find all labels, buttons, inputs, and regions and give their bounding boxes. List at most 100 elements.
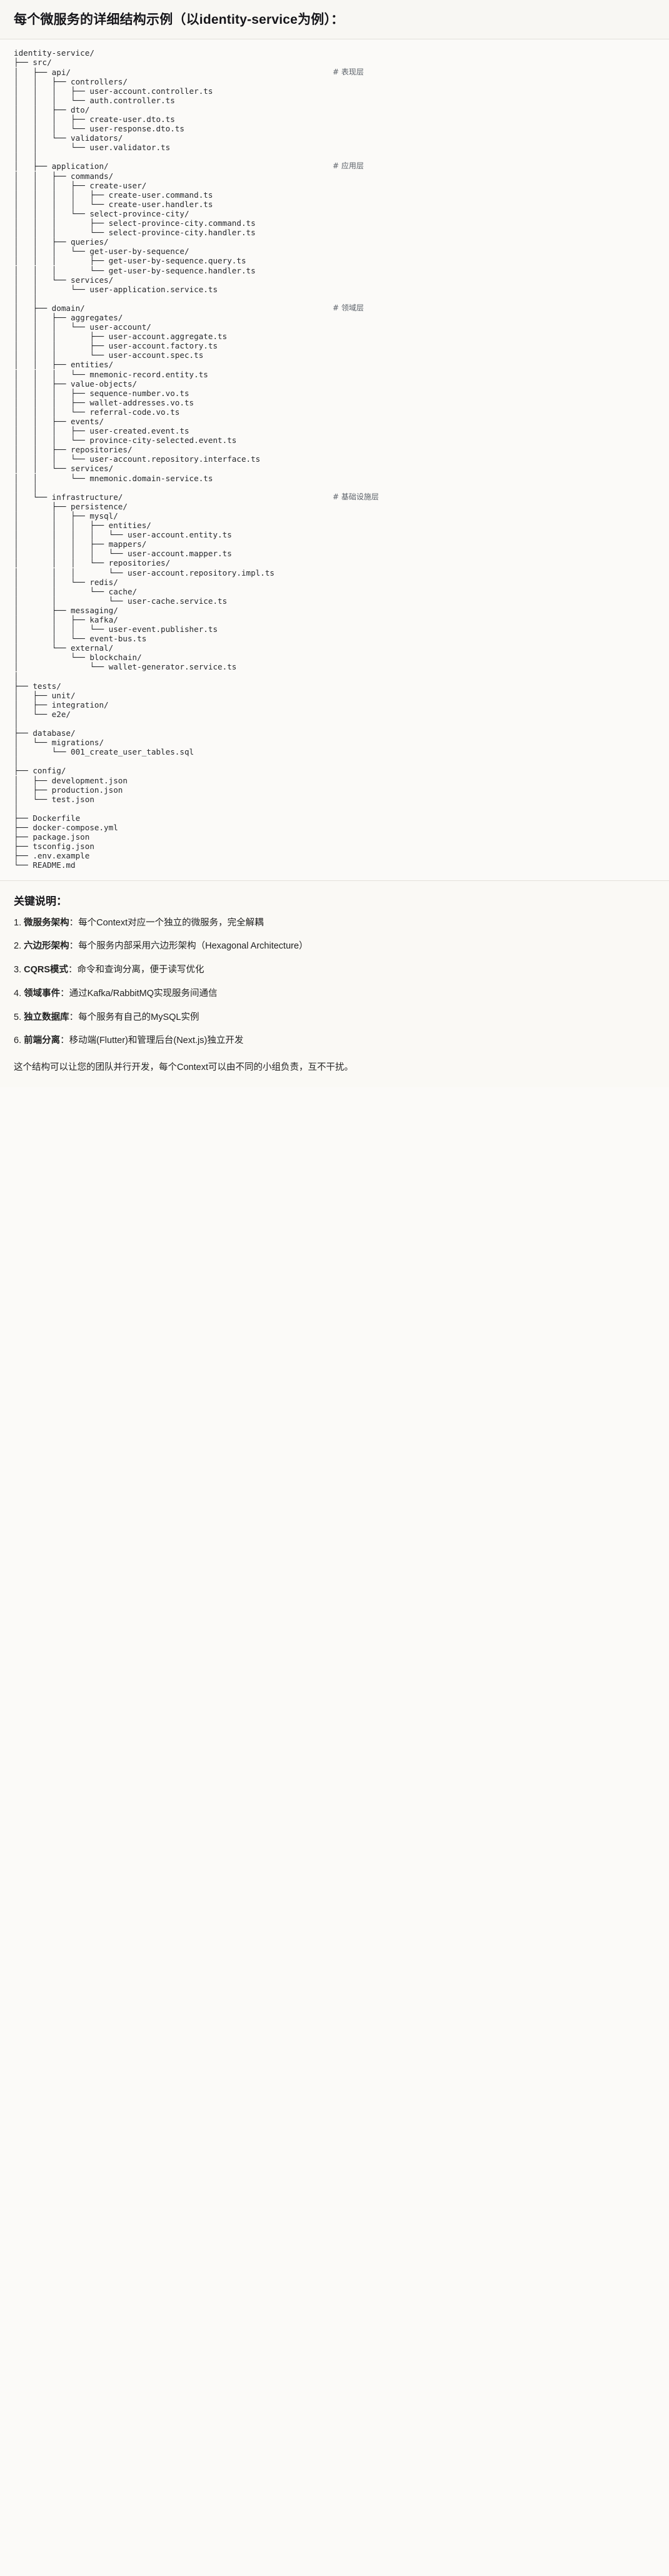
key-point-number: 6.: [14, 1036, 22, 1046]
page-title: 每个微服务的详细结构示例（以identity-service为例）：: [14, 13, 345, 27]
tree-line: │: [14, 756, 655, 766]
tree-line: │ │ ├── aggregates/: [14, 313, 655, 322]
key-point-number: 2.: [14, 941, 22, 952]
tree-line-text: └── README.md: [14, 860, 76, 870]
key-point-separator: ：: [60, 988, 69, 999]
tree-line: │ │ └── user-application.service.ts: [14, 285, 655, 294]
tree-line: │ └── 001_create_user_tables.sql: [14, 747, 655, 756]
tree-line: │ │ ├── controllers/: [14, 77, 655, 86]
tree-line-text: │ │ │ └── select-province-city.handler.t…: [14, 228, 256, 238]
document-header: 每个微服务的详细结构示例（以identity-service为例）：: [0, 0, 669, 40]
tree-line: │ │ │ │ └── user-account.mapper.ts: [14, 549, 655, 558]
key-points-title: 关键说明：: [14, 895, 67, 907]
tree-line-text: ├── docker-compose.yml: [14, 823, 118, 833]
key-point-label: 六边形架构: [24, 941, 69, 952]
tree-line: │ │ ├── events/: [14, 417, 655, 426]
tree-line: │ │ │ └── repositories/: [14, 558, 655, 568]
tree-line-text: │ │ │ ├── sequence-number.vo.ts: [14, 388, 189, 398]
tree-line: │ │ │ └── get-user-by-sequence.handler.t…: [14, 266, 655, 275]
key-point-item: 2. 六边形架构：每个服务内部采用六边形架构（Hexagonal Archite…: [14, 940, 655, 954]
key-point-item: 4. 领域事件：通过Kafka/RabbitMQ实现服务间通信: [14, 987, 655, 1001]
tree-line-text: │ └── external/: [14, 643, 114, 653]
tree-line-text: ├── tsconfig.json: [14, 842, 94, 852]
tree-line-text: │ │ │ ├── user-account.factory.ts: [14, 341, 218, 351]
tree-line: │ │ └── user-cache.service.ts: [14, 596, 655, 606]
tree-line: │ └── wallet-generator.service.ts: [14, 662, 655, 671]
tree-line-text: ├── Dockerfile: [14, 813, 81, 823]
tree-line-text: │ ├── unit/: [14, 690, 76, 700]
tree-line: │ ├── integration/: [14, 700, 655, 710]
key-point-label: 前端分离: [24, 1036, 61, 1046]
page-root: 每个微服务的详细结构示例（以identity-service为例）： ident…: [0, 0, 669, 1088]
tree-line: │ │ │ ├── user-account.factory.ts: [14, 341, 655, 350]
tree-line-text: │ ├── persistence/: [14, 501, 128, 511]
tree-line-text: │ │ ├── value-objects/: [14, 379, 138, 389]
tree-line-text: │ │ ├── aggregates/: [14, 312, 123, 322]
tree-line: │ │ │ └── user-account.spec.ts: [14, 350, 655, 360]
tree-line: │ │ ├── mysql/: [14, 511, 655, 521]
tree-line-text: │ │ │ └── user-response.dto.ts: [14, 124, 184, 134]
tree-line-text: ├── config/: [14, 766, 66, 776]
tree-line-text: │ │ │ ├── entities/: [14, 521, 151, 531]
tree-line: ├── docker-compose.yml: [14, 823, 655, 832]
tree-line: ├── .env.example: [14, 851, 655, 860]
tree-line: │ │ │ │ └── user-account.entity.ts: [14, 530, 655, 539]
tree-line-text: │ │ ├── controllers/: [14, 76, 128, 86]
key-point-label: 独立数据库: [24, 1012, 69, 1022]
tree-line-text: ├── package.json: [14, 832, 90, 842]
tree-line: │ │ └── redis/: [14, 578, 655, 587]
tree-line: │ │ │ ├── wallet-addresses.vo.ts: [14, 398, 655, 407]
key-point-item: 5. 独立数据库：每个服务有自己的MySQL实例: [14, 1011, 655, 1025]
tree-line: │ ├── unit/: [14, 691, 655, 700]
key-point-number: 4.: [14, 988, 22, 999]
tree-line-text: │: [14, 671, 19, 681]
key-point-separator: ：: [69, 941, 79, 952]
tree-line-text: │ │ ├── kafka/: [14, 614, 118, 624]
tree-line: │ │ └── user.validator.ts: [14, 143, 655, 152]
tree-line-text: │ │ │ ├── wallet-addresses.vo.ts: [14, 397, 194, 407]
tree-line: │ │: [14, 152, 655, 161]
key-point-label: 领域事件: [24, 988, 61, 999]
tree-line: │ │ │ └── user-event.publisher.ts: [14, 624, 655, 634]
tree-line-text: │ │ │ ├── create-user/: [14, 180, 147, 190]
tree-line-text: │ │ └── services/: [14, 464, 114, 474]
tree-line-text: │ │ ├── queries/: [14, 237, 109, 247]
tree-line-text: │ │ │ │ ├── create-user.command.ts: [14, 190, 213, 200]
tree-line-text: │ ├── messaging/: [14, 605, 118, 615]
key-point-text: 每个Context对应一个独立的微服务，完全解耦: [78, 917, 264, 928]
tree-line: │ ├── api/# 表现层: [14, 68, 655, 77]
tree-line: │ │ ├── entities/: [14, 360, 655, 369]
tree-line-text: │ └── blockchain/: [14, 653, 142, 663]
tree-line: │ │ └── mnemonic.domain-service.ts: [14, 474, 655, 483]
tree-line-text: │ │ │ └── get-user-by-sequence.handler.t…: [14, 265, 256, 275]
tree-line: │ │ │ └── get-user-by-sequence/: [14, 247, 655, 256]
tree-line-text: │ │ │ ├── user-created.event.ts: [14, 426, 189, 436]
tree-line: │ │ │ └── select-province-city/: [14, 209, 655, 218]
tree-line: │ │ │ ├── entities/: [14, 521, 655, 530]
tree-line: │ │ │ └── mnemonic-record.entity.ts: [14, 370, 655, 379]
tree-line: │ │: [14, 483, 655, 492]
tree-line: │ ├── application/# 应用层: [14, 161, 655, 171]
tree-line-text: │ │ │ └── repositories/: [14, 558, 171, 568]
key-point-separator: ：: [60, 1036, 69, 1046]
tree-line-text: │ │ │ └── user-account/: [14, 322, 151, 332]
tree-line-text: │ │ │ ├── mappers/: [14, 539, 147, 549]
tree-line: │: [14, 672, 655, 681]
tree-line-text: │ │ │ │ └── create-user.handler.ts: [14, 199, 213, 209]
tree-line-text: │ ├── development.json: [14, 775, 128, 785]
tree-line-text: │ │ │ └── province-city-selected.event.t…: [14, 435, 237, 445]
directory-tree-block: identity-service/├── src/│ ├── api/# 表现层…: [0, 39, 669, 880]
tree-line: │ │ │ └── user-account/: [14, 322, 655, 332]
key-point-label: 微服务架构: [24, 917, 69, 928]
tree-line-text: │ │ │ └── user-account.repository.interf…: [14, 454, 261, 464]
tree-line: │ │ │ └── referral-code.vo.ts: [14, 407, 655, 417]
tree-line-text: identity-service/: [14, 48, 94, 58]
tree-line: ├── Dockerfile: [14, 813, 655, 823]
tree-line-text: │: [14, 803, 19, 813]
tree-line: │ │ │ └── province-city-selected.event.t…: [14, 435, 655, 445]
tree-line-text: │ └── migrations/: [14, 738, 104, 748]
tree-line: │ │ │ ├── create-user.dto.ts: [14, 115, 655, 124]
tree-line-text: │ │ │ └── get-user-by-sequence/: [14, 247, 189, 257]
tree-line-text: │ │ ├── mysql/: [14, 511, 118, 521]
key-point-separator: ：: [69, 1012, 79, 1022]
